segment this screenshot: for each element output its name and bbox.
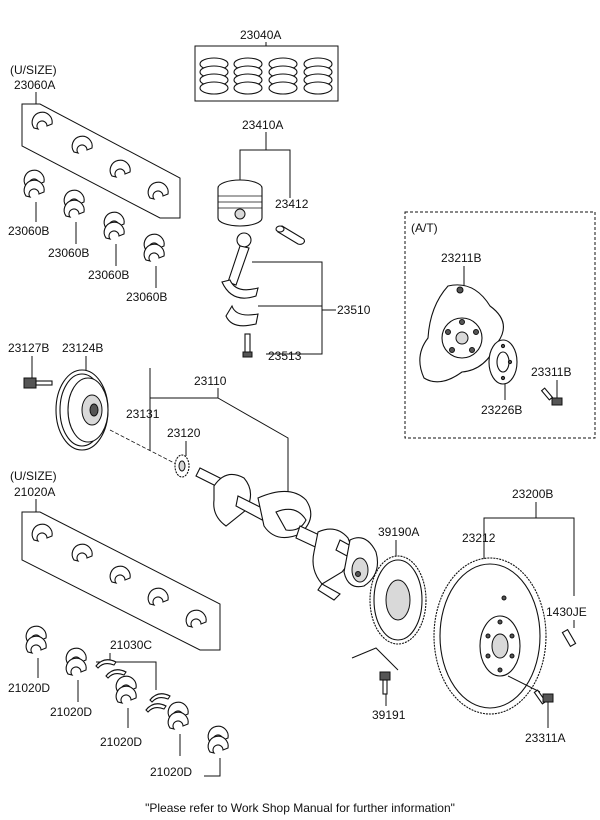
thrust-washers[interactable] bbox=[95, 659, 171, 713]
con-rod-bearing-4[interactable] bbox=[167, 701, 189, 756]
label-23211B: 23211B bbox=[441, 251, 481, 265]
label-23311A: 23311A bbox=[525, 731, 565, 745]
con-rod-bearing-1[interactable] bbox=[25, 625, 47, 678]
damper-pulley[interactable] bbox=[55, 369, 109, 451]
main-bearing-3[interactable] bbox=[103, 211, 125, 266]
ring-gear-plate[interactable] bbox=[369, 555, 427, 645]
drive-plate[interactable] bbox=[419, 284, 504, 383]
label-23060B-1: 23060B bbox=[8, 224, 49, 238]
label-23513: 23513 bbox=[268, 349, 302, 363]
label-21020D-2: 21020D bbox=[50, 705, 92, 719]
dowel-pin-1430JE[interactable] bbox=[561, 628, 577, 648]
label-23127B: 23127B bbox=[8, 341, 49, 355]
piston-pin[interactable] bbox=[275, 225, 306, 245]
label-at: (A/T) bbox=[411, 221, 438, 235]
label-21030C: 21030C bbox=[110, 638, 152, 652]
label-23510: 23510 bbox=[337, 303, 371, 317]
label-usize-bottom: (U/SIZE) bbox=[10, 469, 57, 483]
footer-note: "Please refer to Work Shop Manual for fu… bbox=[145, 801, 455, 815]
label-23120: 23120 bbox=[167, 426, 201, 440]
piston[interactable] bbox=[217, 179, 263, 227]
label-23060B-2: 23060B bbox=[48, 246, 89, 260]
con-rod-bearing-5[interactable] bbox=[204, 725, 229, 777]
connecting-rod[interactable] bbox=[221, 232, 259, 358]
label-23412: 23412 bbox=[275, 197, 309, 211]
label-1430JE: 1430JE bbox=[546, 605, 587, 619]
piston-ring-set[interactable] bbox=[194, 45, 339, 102]
label-23124B: 23124B bbox=[62, 341, 103, 355]
label-23131: 23131 bbox=[126, 407, 160, 421]
label-39190A: 39190A bbox=[378, 525, 419, 539]
flywheel[interactable] bbox=[433, 557, 547, 715]
bolt-23311B[interactable] bbox=[540, 387, 563, 406]
label-23040A: 23040A bbox=[240, 28, 281, 42]
label-23110: 23110 bbox=[194, 374, 227, 388]
con-rod-bearing-3[interactable] bbox=[115, 675, 137, 728]
at-drive-plate-box bbox=[404, 211, 596, 439]
label-23410A: 23410A bbox=[242, 118, 283, 132]
label-23212: 23212 bbox=[462, 531, 496, 545]
label-21020D-3: 21020D bbox=[100, 735, 142, 749]
label-23311B: 23311B bbox=[531, 365, 571, 379]
label-21020D-1: 21020D bbox=[8, 681, 50, 695]
label-23060A: 23060A bbox=[14, 78, 55, 92]
main-bearing-set-lower[interactable] bbox=[21, 511, 221, 651]
main-bearing-set-upper[interactable] bbox=[21, 103, 181, 219]
pulley-bolt[interactable] bbox=[23, 377, 53, 389]
label-23226B: 23226B bbox=[481, 403, 522, 417]
label-39191: 39191 bbox=[372, 708, 406, 722]
main-bearing-4[interactable] bbox=[143, 233, 165, 288]
crankshaft[interactable] bbox=[195, 467, 379, 601]
main-bearing-2[interactable] bbox=[63, 189, 85, 244]
crankshaft-sprocket[interactable] bbox=[174, 454, 190, 478]
label-23060B-3: 23060B bbox=[88, 268, 129, 282]
adapter-plate[interactable] bbox=[488, 339, 518, 385]
bolt-39191[interactable] bbox=[379, 671, 391, 695]
label-23060B-4: 23060B bbox=[126, 290, 167, 304]
label-21020D-4: 21020D bbox=[150, 765, 192, 779]
label-23200B: 23200B bbox=[512, 487, 553, 501]
label-usize-top: (U/SIZE) bbox=[10, 63, 57, 77]
main-bearing-1[interactable] bbox=[23, 169, 45, 222]
bolt-23311A[interactable] bbox=[533, 689, 554, 705]
label-21020A: 21020A bbox=[14, 485, 55, 499]
con-rod-bearing-2[interactable] bbox=[65, 647, 87, 702]
